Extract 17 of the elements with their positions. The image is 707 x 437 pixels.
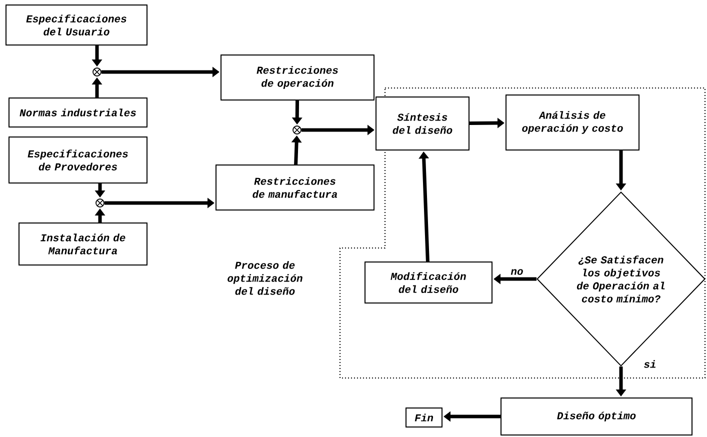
junction-symbol [96, 198, 104, 208]
process-box: Diseño óptimo [500, 398, 692, 436]
terminal-box: Fin [406, 408, 442, 428]
process-box: Restricciones de manufactura [216, 164, 374, 210]
process-box: Síntesis del diseño [376, 96, 470, 150]
process-box: Especificaciones de Provedores [8, 136, 148, 184]
process-box: Instalación de Manufactura [18, 222, 148, 266]
process-box: Normas industriales [8, 98, 148, 128]
edge-label: si [644, 360, 656, 368]
process-box: Análisis de operación y costo [506, 94, 640, 150]
process-box: Especificaciones del Usuario [6, 4, 148, 46]
region-label: Proceso de optimización del diseño [228, 261, 302, 295]
edge-label: no [510, 269, 523, 275]
junction-symbol [92, 68, 102, 76]
process-box: Modificación del diseño [364, 262, 492, 304]
junction-symbol [292, 126, 302, 134]
process-box: Restricciones de operación [220, 54, 374, 100]
